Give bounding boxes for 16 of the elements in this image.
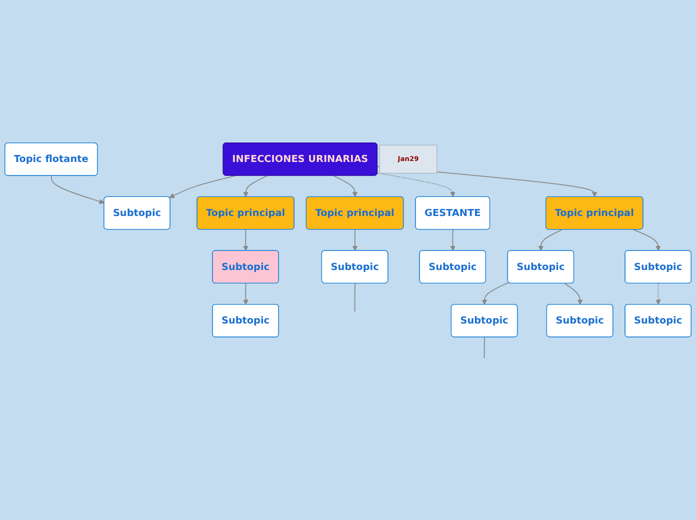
arrow — [50, 176, 104, 204]
arrow — [333, 176, 358, 198]
arrow — [169, 176, 236, 198]
connector — [354, 283, 356, 312]
arrow — [243, 283, 248, 306]
arrow — [377, 173, 456, 198]
arrow — [656, 283, 661, 306]
arrow — [352, 230, 358, 252]
arrow — [450, 230, 456, 252]
arrow — [632, 230, 661, 252]
arrow — [243, 176, 268, 198]
arrow — [482, 282, 510, 306]
arrow — [564, 283, 583, 306]
arrow — [243, 230, 248, 252]
arrow — [538, 230, 563, 252]
connector — [484, 337, 486, 359]
